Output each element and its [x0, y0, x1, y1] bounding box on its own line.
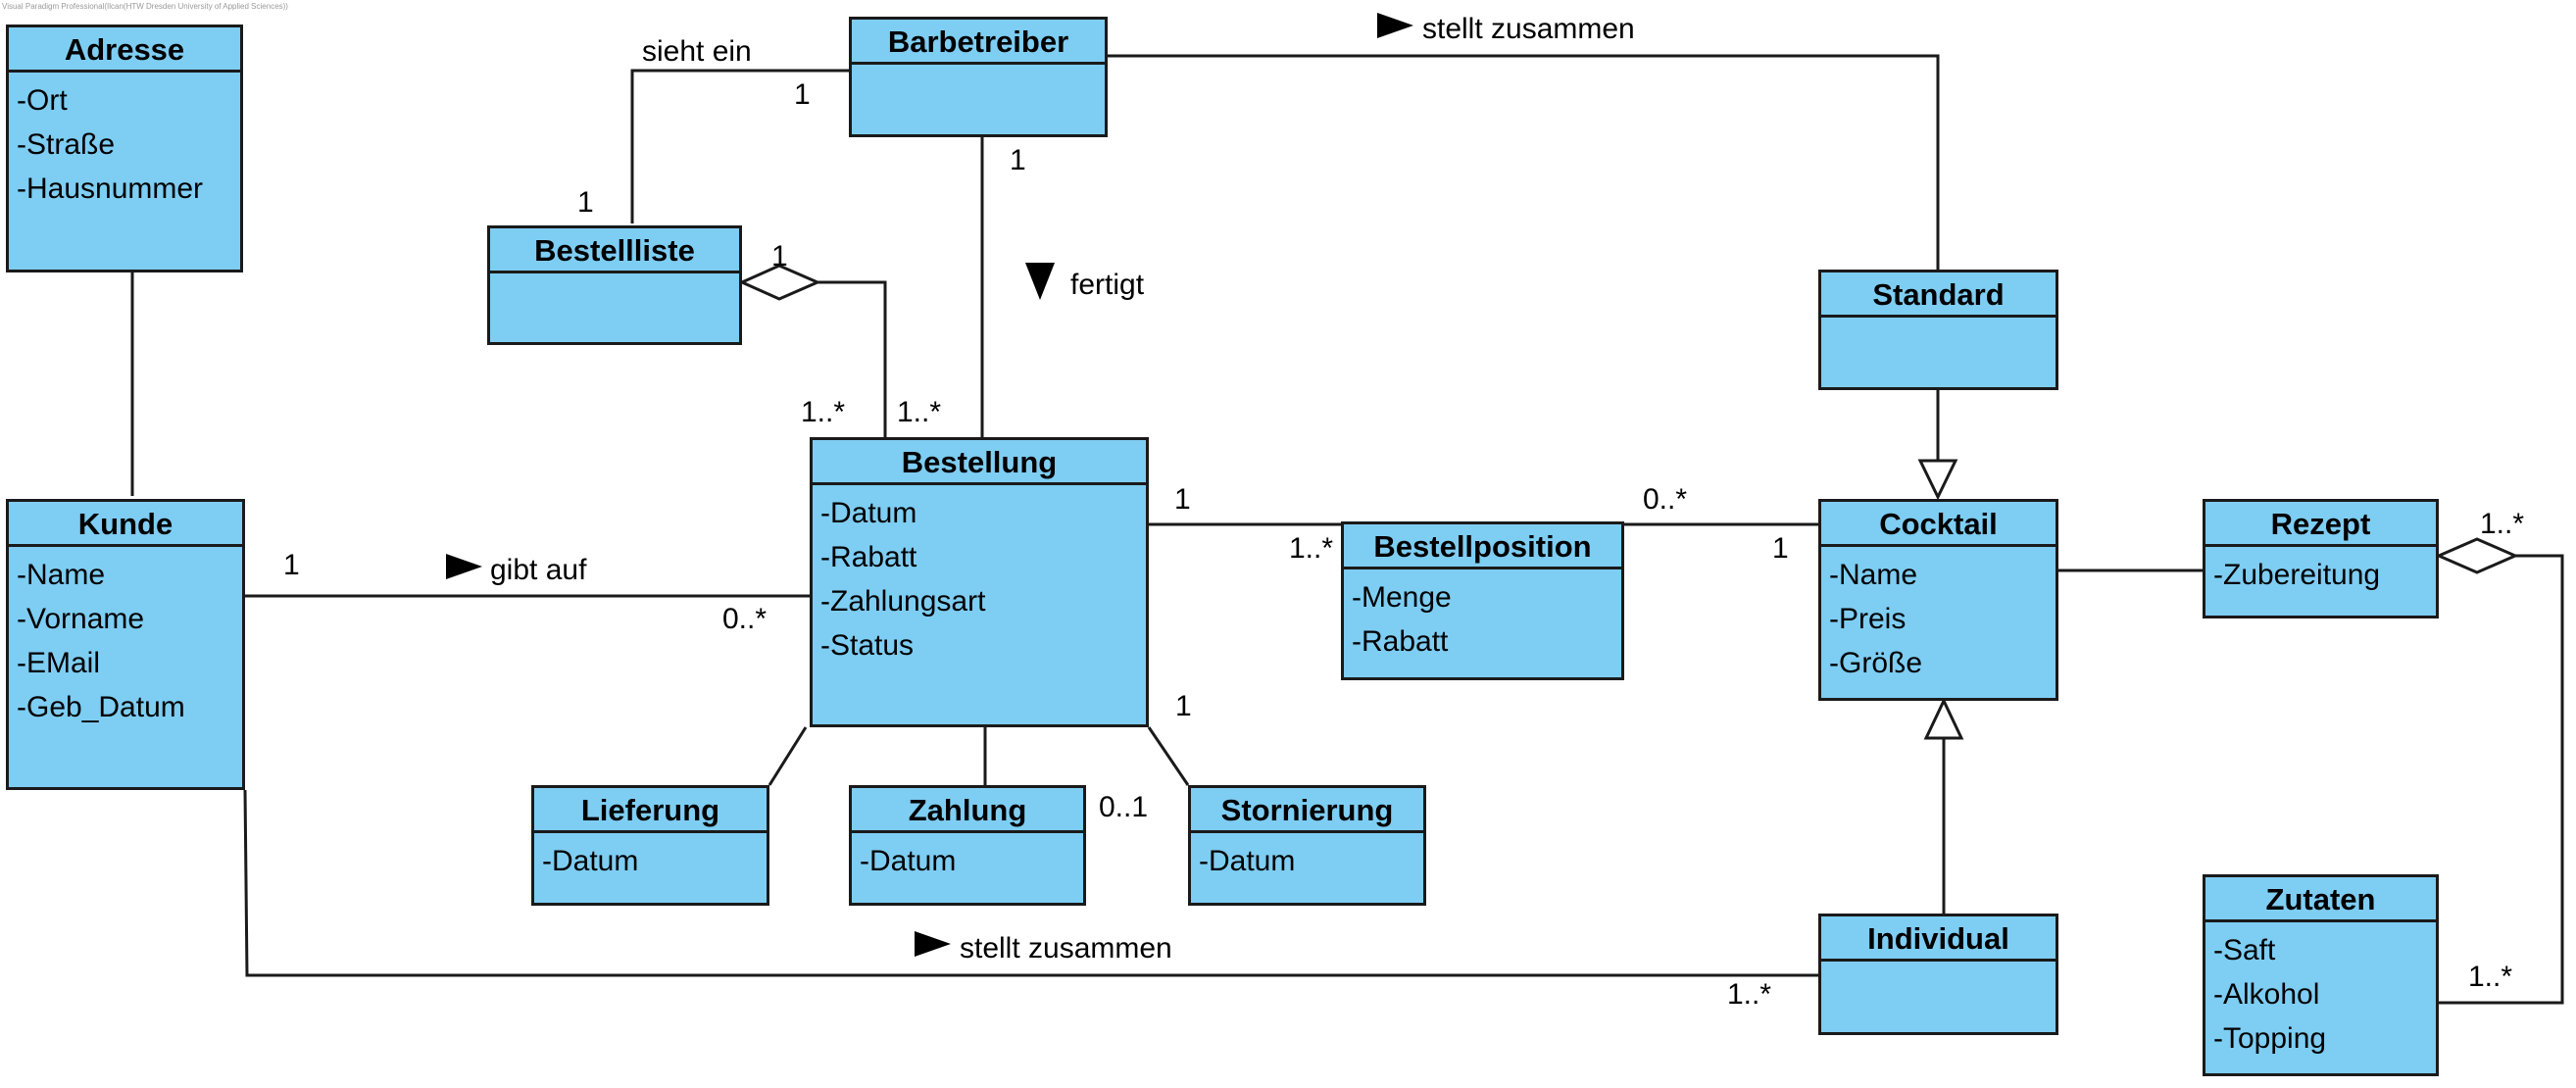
- class-name: Barbetreiber: [852, 20, 1105, 65]
- attribute: -Name: [1829, 559, 1918, 591]
- attribute: -Datum: [542, 845, 639, 877]
- attribute: -Alkohol: [2213, 978, 2320, 1011]
- multiplicity-label: 0..*: [722, 603, 768, 635]
- class-adresse[interactable]: Adresse -Ort -Straße -Hausnummer: [6, 25, 243, 272]
- class-bestellung[interactable]: Bestellung -Datum -Rabatt -Zahlungsart -…: [810, 437, 1149, 727]
- multiplicity-label: 1..*: [801, 396, 846, 428]
- attribute: -Name: [17, 559, 106, 591]
- attribute: -Geb_Datum: [17, 691, 185, 723]
- attribute: -Größe: [1829, 647, 1923, 679]
- attribute: -Hausnummer: [17, 173, 204, 205]
- attribute: -Saft: [2213, 934, 2276, 966]
- class-name: Adresse: [9, 27, 240, 73]
- class-name: Stornierung: [1191, 788, 1423, 833]
- class-name: Rezept: [2205, 502, 2436, 547]
- association-label-gibt-auf: gibt auf: [490, 554, 587, 586]
- sieht-ein-line: [630, 69, 849, 223]
- class-name: Bestellung: [813, 440, 1146, 485]
- bestellliste-aggregation-diamond: [738, 264, 821, 301]
- multiplicity-label: 1..*: [1727, 978, 1772, 1011]
- fertigt-direction-icon: [1025, 263, 1055, 300]
- multiplicity-label: 1: [577, 186, 594, 219]
- class-cocktail[interactable]: Cocktail -Name -Preis -Größe: [1818, 499, 2058, 701]
- stellt-zusammen-bottom-line: [243, 789, 1820, 977]
- multiplicity-label: 1..*: [2468, 961, 2513, 993]
- multiplicity-label: 0..1: [1099, 791, 1149, 823]
- attribute: -Menge: [1352, 581, 1452, 614]
- class-individual[interactable]: Individual: [1818, 914, 2058, 1035]
- multiplicity-label: 1: [1175, 690, 1192, 722]
- class-name: Zahlung: [852, 788, 1083, 833]
- bestellung-lieferung-line: [768, 726, 808, 786]
- class-name: Kunde: [9, 502, 242, 547]
- attribute: -Topping: [2213, 1022, 2327, 1055]
- rezept-zutaten-line: [2439, 554, 2564, 1005]
- multiplicity-label: 1: [1772, 532, 1789, 565]
- watermark-text: Visual Paradigm Professional(Ilcan(HTW D…: [2, 2, 288, 11]
- class-standard[interactable]: Standard: [1818, 270, 2058, 390]
- class-kunde[interactable]: Kunde -Name -Vorname -EMail -Geb_Datum: [6, 499, 245, 790]
- stellt-zusammen-top-direction-icon: [1377, 13, 1413, 38]
- association-label-stellt-zusammen-bottom: stellt zusammen: [960, 932, 1172, 964]
- class-rezept[interactable]: Rezept -Zubereitung: [2203, 499, 2439, 618]
- class-name: Lieferung: [534, 788, 767, 833]
- attribute: -EMail: [17, 647, 101, 679]
- class-name: Bestellliste: [490, 228, 739, 273]
- stellt-zusammen-top-line: [1108, 54, 1940, 270]
- multiplicity-label: 1: [1174, 483, 1191, 516]
- multiplicity-label: 1..*: [2480, 508, 2525, 540]
- attribute: -Datum: [1199, 845, 1296, 877]
- class-stornierung[interactable]: Stornierung -Datum: [1188, 785, 1426, 906]
- attribute: -Ort: [17, 84, 68, 117]
- attribute: -Status: [820, 629, 915, 662]
- gibt-auf-direction-icon: [446, 554, 482, 579]
- attribute: -Rabatt: [1352, 625, 1449, 658]
- individual-generalization-arrow: [1923, 697, 1964, 740]
- class-name: Zutaten: [2205, 877, 2436, 922]
- attribute: -Datum: [820, 497, 917, 529]
- multiplicity-label: 1..*: [1289, 532, 1334, 565]
- class-lieferung[interactable]: Lieferung -Datum: [531, 785, 769, 906]
- class-bestellliste[interactable]: Bestellliste: [487, 225, 742, 345]
- class-bestellposition[interactable]: Bestellposition -Menge -Rabatt: [1341, 521, 1624, 680]
- class-name: Bestellposition: [1344, 524, 1621, 569]
- rezept-aggregation-diamond: [2435, 537, 2519, 574]
- attribute: -Preis: [1829, 603, 1907, 635]
- class-barbetreiber[interactable]: Barbetreiber: [849, 17, 1108, 137]
- bestellung-stornierung-line: [1147, 726, 1190, 786]
- standard-generalization-arrow: [1917, 459, 1958, 501]
- class-zutaten[interactable]: Zutaten -Saft -Alkohol -Topping: [2203, 874, 2439, 1076]
- attribute: -Straße: [17, 128, 116, 161]
- bestellliste-aggregation-line: [817, 280, 887, 437]
- multiplicity-label: 1..*: [897, 396, 942, 428]
- class-name: Individual: [1821, 916, 2056, 962]
- association-label-fertigt: fertigt: [1070, 269, 1145, 301]
- multiplicity-label: 1: [283, 549, 300, 581]
- association-label-sieht-ein: sieht ein: [642, 35, 752, 68]
- association-label-stellt-zusammen-top: stellt zusammen: [1422, 13, 1635, 45]
- attribute: -Zubereitung: [2213, 559, 2381, 591]
- attribute: -Zahlungsart: [820, 585, 986, 618]
- attribute: -Datum: [860, 845, 957, 877]
- attribute: -Vorname: [17, 603, 145, 635]
- multiplicity-label: 1: [794, 78, 811, 111]
- class-name: Standard: [1821, 272, 2056, 318]
- multiplicity-label: 1: [1010, 144, 1026, 176]
- class-zahlung[interactable]: Zahlung -Datum: [849, 785, 1086, 906]
- attribute: -Rabatt: [820, 541, 917, 573]
- multiplicity-label: 0..*: [1643, 483, 1688, 516]
- class-name: Cocktail: [1821, 502, 2056, 547]
- multiplicity-label: 1: [771, 240, 788, 272]
- stellt-zusammen-bottom-direction-icon: [915, 931, 951, 957]
